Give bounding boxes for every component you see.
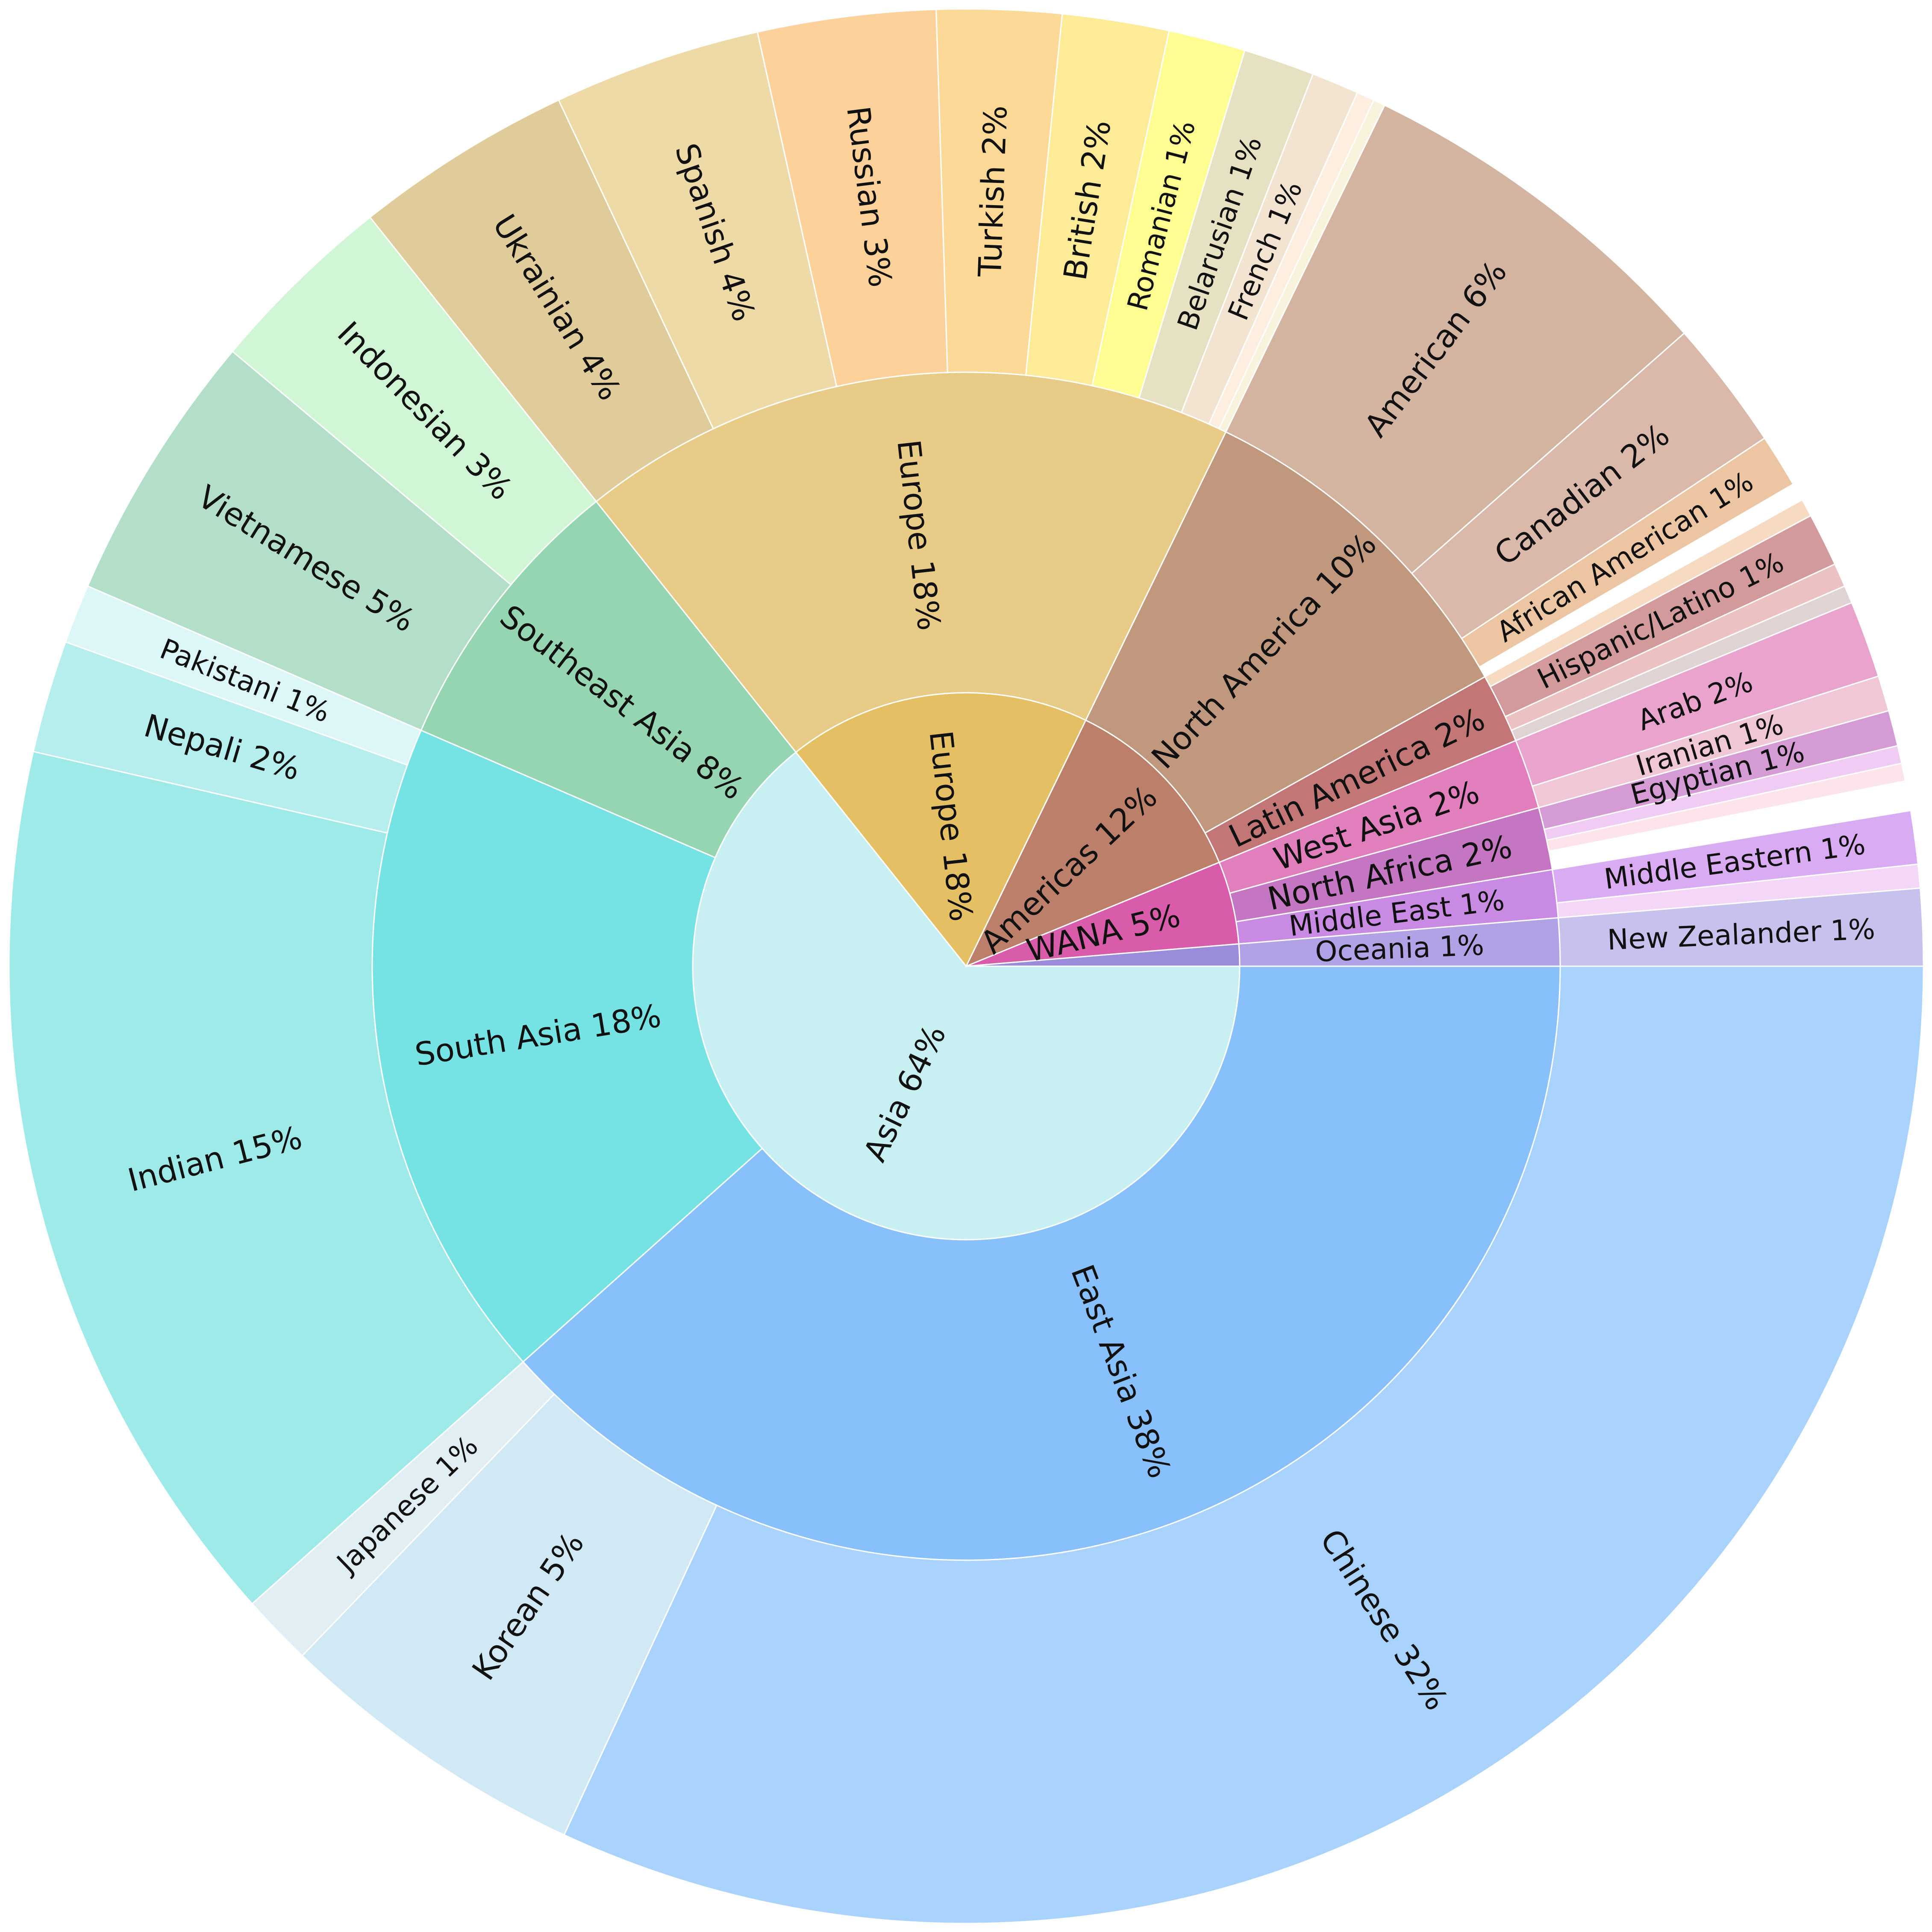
segment-chinese <box>563 965 1924 1924</box>
segment-na_s2 <box>1546 762 1906 852</box>
segment-afam <box>1461 437 1794 668</box>
segment-american <box>1225 104 1685 574</box>
segment-nz <box>1557 887 1924 967</box>
segment-indian <box>8 750 524 1605</box>
label-turkish: Turkish 2% <box>972 105 1015 278</box>
label-oceania: Oceania 1% <box>1314 929 1485 968</box>
